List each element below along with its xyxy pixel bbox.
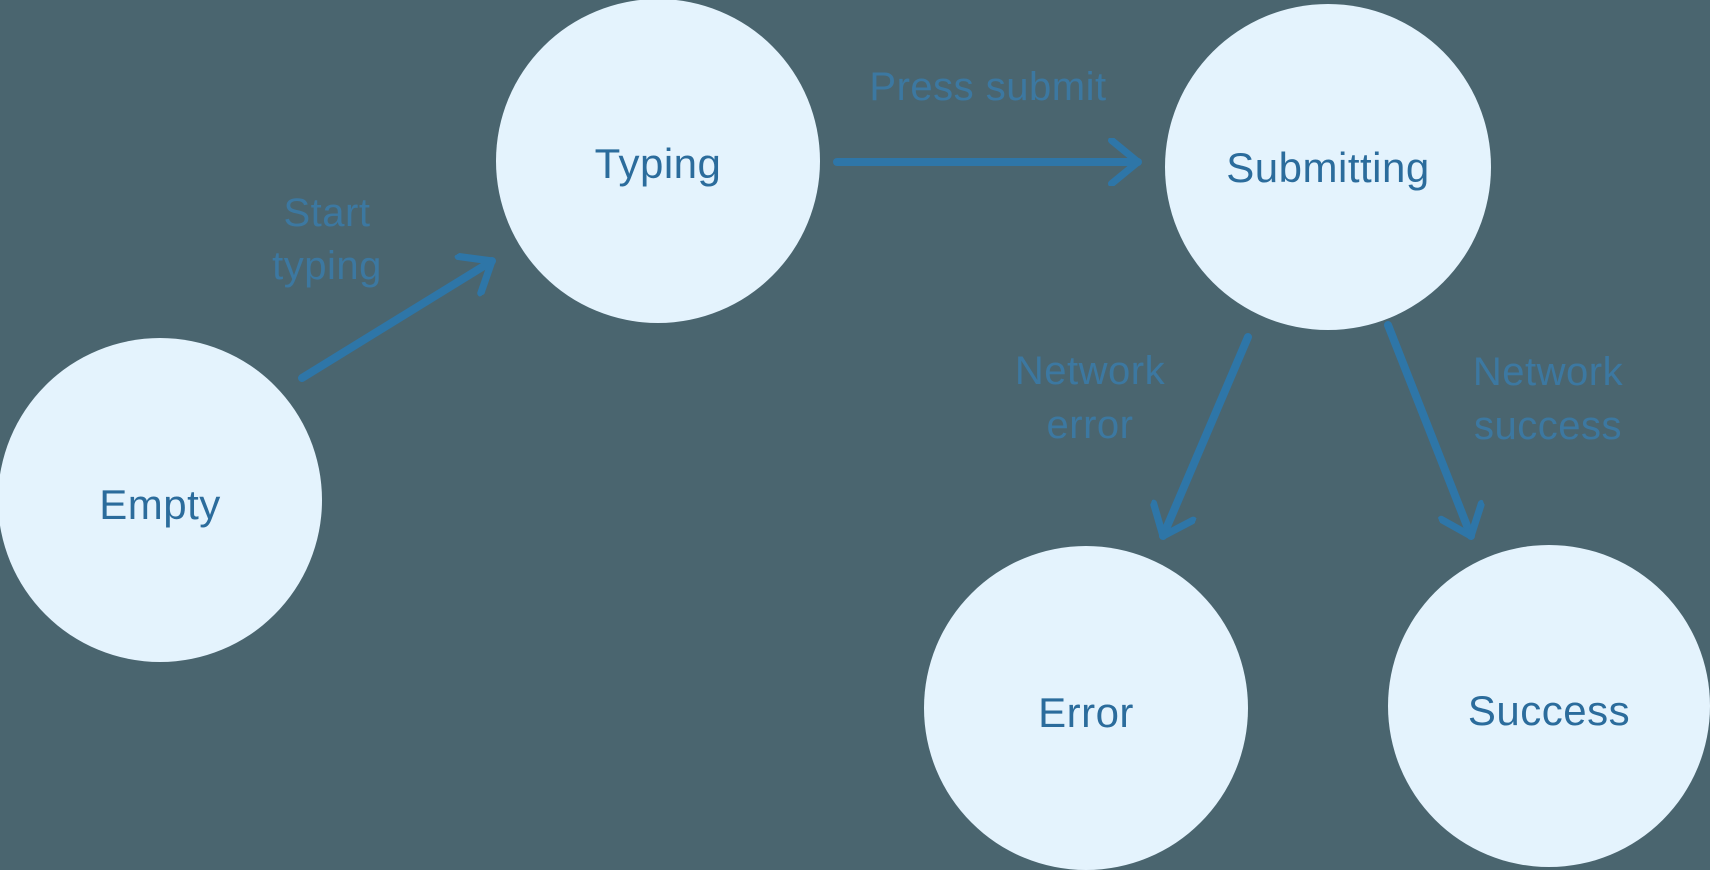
arrow-submitting-to-error — [1163, 333, 1252, 540]
edge-label-press-submit: Press submit — [869, 65, 1106, 109]
node-label-submitting: Submitting — [1226, 144, 1429, 191]
arrow-submitting-to-success — [1384, 321, 1471, 540]
node-circle-submitting — [1165, 4, 1491, 330]
node-label-empty: Empty — [99, 481, 221, 528]
node-label-success: Success — [1468, 687, 1630, 734]
node-circle-empty — [0, 338, 322, 662]
node-label-success-circle — [1388, 545, 1710, 867]
edge-label-start-typing-line1: Start — [284, 191, 371, 235]
state-node-empty: Empty — [0, 338, 322, 662]
edge-label-network-success-line1: Network — [1473, 350, 1624, 394]
edge-label-start-typing-line2: typing — [272, 244, 382, 288]
node-circle-error — [924, 546, 1248, 870]
edge-label-network-error-line2: error — [1047, 403, 1134, 447]
edge-typing-to-submitting: Press submit — [833, 65, 1142, 162]
edge-submitting-to-success: Network success — [1384, 321, 1624, 540]
state-node-success: Success — [1388, 545, 1710, 867]
state-node-submitting: Submitting — [1165, 4, 1491, 330]
state-node-error: Error — [924, 546, 1248, 870]
node-label-error: Error — [1038, 689, 1134, 736]
edge-submitting-to-error: Network error — [1015, 333, 1252, 540]
edge-empty-to-typing: Start typing — [272, 191, 496, 382]
arrow-empty-to-typing — [298, 261, 496, 382]
node-label-typing: Typing — [595, 140, 722, 187]
edge-label-network-success-line2: success — [1474, 404, 1622, 448]
state-node-typing: Typing — [496, 0, 820, 323]
edge-label-network-error-line1: Network — [1015, 349, 1166, 393]
node-circle-typing — [496, 0, 820, 323]
